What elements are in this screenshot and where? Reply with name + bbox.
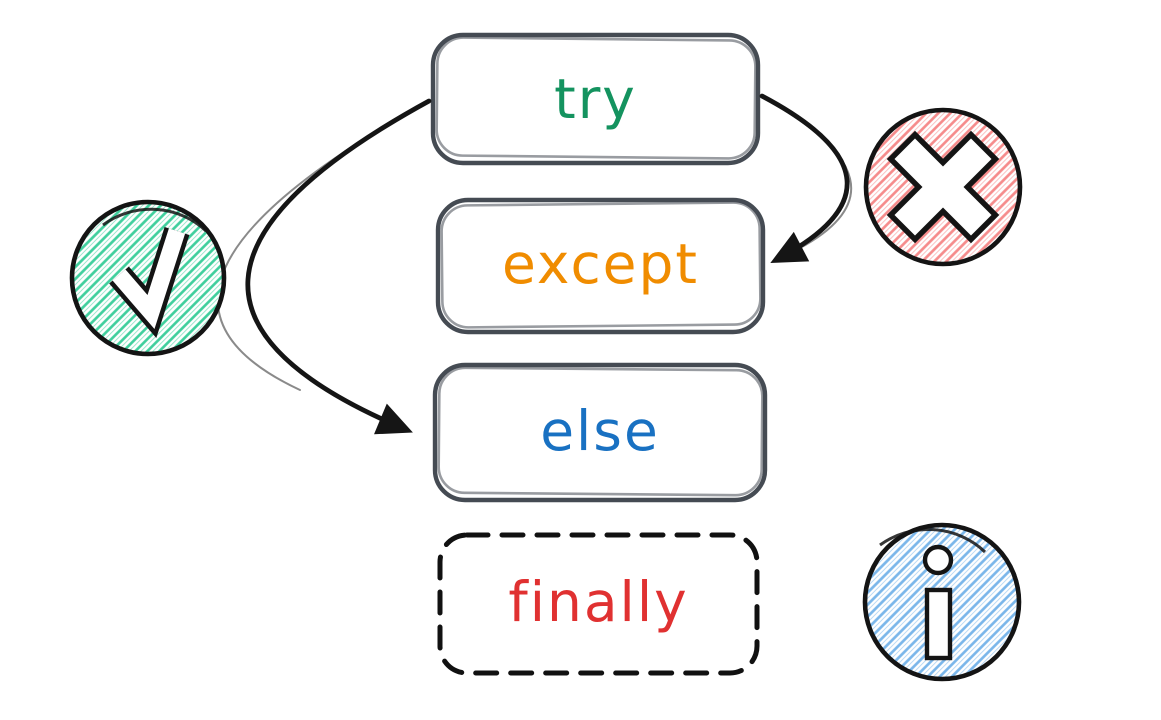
node-except-box — [435, 197, 766, 335]
node-finally-box — [437, 532, 760, 676]
check-circle-icon — [69, 199, 227, 357]
cross-circle-icon — [863, 107, 1023, 267]
edge-try-to-else-arrow — [216, 98, 432, 435]
node-try-box — [430, 32, 761, 166]
node-else-box — [432, 362, 768, 503]
edge-try-to-except-arrow — [759, 93, 853, 263]
info-circle-icon — [862, 522, 1022, 682]
